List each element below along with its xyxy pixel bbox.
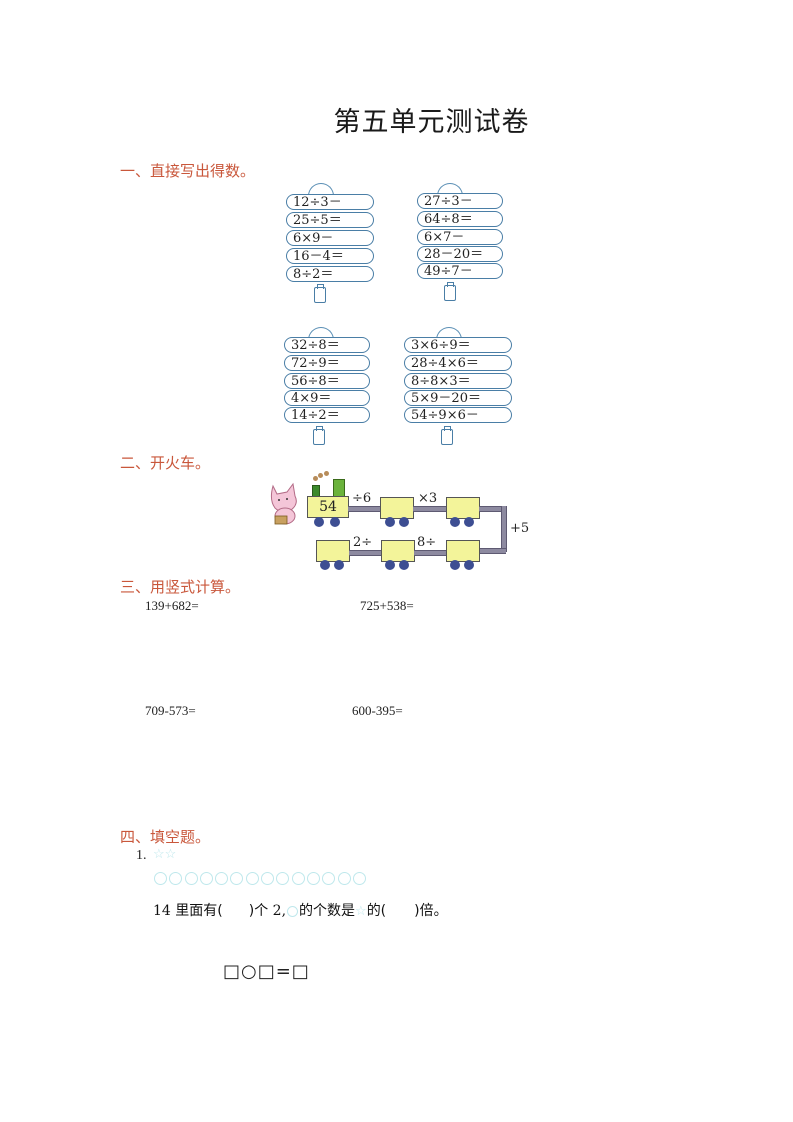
circle-icon — [276, 872, 290, 885]
section-2-heading: 二、开火车。 — [120, 454, 211, 472]
circle-icon — [291, 872, 305, 885]
problem: 8÷2＝ — [286, 266, 374, 282]
section-1-heading: 一、直接写出得数。 — [120, 162, 256, 180]
op-top-1: ÷6 — [352, 491, 372, 506]
problem: 5×9－20＝ — [404, 390, 512, 406]
weight-icon — [314, 284, 326, 303]
problem: 8÷8×3＝ — [404, 373, 512, 389]
circle-row — [154, 868, 368, 887]
circle-icon — [169, 872, 183, 885]
section-3-heading: 三、用竖式计算。 — [120, 578, 241, 596]
star-icon: ☆ — [355, 904, 367, 919]
star-icons: ☆☆ — [153, 847, 177, 862]
circle-icon — [184, 872, 198, 885]
answer-car — [446, 540, 480, 562]
smoke-icon — [313, 476, 318, 481]
problem: 4×9＝ — [284, 390, 370, 406]
vertical-calc-3: 709-573= — [145, 703, 196, 718]
question-number: 1. — [136, 848, 147, 863]
problem: 32÷8＝ — [284, 337, 370, 353]
vertical-calc-4: 600-395= — [352, 703, 403, 718]
circle-icon — [261, 872, 275, 885]
problem: 27÷3－ — [417, 193, 503, 209]
problem: 28÷4×6＝ — [404, 355, 512, 371]
page-title: 第五单元测试卷 — [333, 107, 530, 138]
problem: 6×9－ — [286, 230, 374, 246]
train-diagram: 54 ÷6 ×3 +5 2÷ 8÷ — [260, 470, 550, 580]
circle-icon — [230, 872, 244, 885]
problem: 14÷2＝ — [284, 407, 370, 423]
problem: 3×6÷9＝ — [404, 337, 512, 353]
cabin-icon — [333, 479, 345, 497]
op-top-2: ×3 — [418, 491, 438, 506]
fill-blank-sentence: 14 里面有()个 2,的个数是☆的()倍。 — [153, 903, 448, 919]
weight-icon — [444, 282, 456, 301]
answer-car — [380, 497, 414, 519]
answer-car — [316, 540, 350, 562]
vertical-calc-1: 139+682= — [145, 598, 199, 613]
circle-icon — [287, 905, 299, 917]
smoke-icon — [318, 473, 323, 478]
problem: 28－20＝ — [417, 246, 503, 262]
problem: 56÷8＝ — [284, 373, 370, 389]
smoke-icon — [324, 471, 329, 476]
problem: 12÷3－ — [286, 194, 374, 210]
problem: 64÷8＝ — [417, 211, 503, 227]
weight-icon — [313, 426, 325, 445]
weight-icon — [441, 426, 453, 445]
equation-template: □○□=□ — [223, 961, 310, 982]
circle-icon — [322, 872, 336, 885]
problem: 16－4＝ — [286, 248, 374, 264]
cat-icon — [270, 482, 297, 525]
problem: 6×7－ — [417, 229, 503, 245]
op-bottom-2: 2÷ — [353, 535, 373, 550]
section-4-heading: 四、填空题。 — [120, 828, 211, 846]
problem: 25÷5＝ — [286, 212, 374, 228]
circle-icon — [245, 872, 259, 885]
answer-car — [381, 540, 415, 562]
op-bottom-1: 8÷ — [417, 535, 437, 550]
problem: 54÷9×6－ — [404, 407, 512, 423]
answer-car — [446, 497, 480, 519]
problem: 49÷7－ — [417, 263, 503, 279]
circle-icon — [215, 872, 229, 885]
vertical-calc-2: 725+538= — [360, 598, 414, 613]
engine-start-value: 54 — [307, 496, 349, 518]
op-right: +5 — [510, 521, 530, 536]
circle-icon — [352, 872, 366, 885]
circle-icon — [306, 872, 320, 885]
circle-icon — [337, 872, 351, 885]
problem: 72÷9＝ — [284, 355, 370, 371]
circle-icon — [199, 872, 213, 885]
circle-icon — [154, 872, 167, 885]
